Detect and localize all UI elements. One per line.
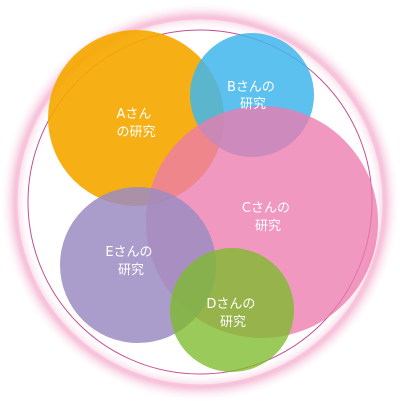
circle-e-label-line1: Eさんの <box>105 245 152 260</box>
circle-d-label: Dさんの 研究 <box>206 297 259 330</box>
circle-d-shape <box>170 248 294 372</box>
circle-b-label-line1: Bさんの <box>227 80 275 95</box>
circle-c-label: Cさんの 研究 <box>242 201 294 234</box>
circle-d-label-line1: Dさんの <box>206 297 255 312</box>
circle-e-label-line2: 研究 <box>118 263 144 278</box>
circle-b-label: Bさんの 研究 <box>227 80 279 112</box>
circle-a-label-line2: の研究 <box>116 125 155 140</box>
outer-ring-stroke <box>14 16 386 388</box>
circle-a-label: Aさん の研究 <box>116 107 155 140</box>
circle-c-label-line1: Cさんの <box>242 201 290 216</box>
circle-e-label: Eさんの 研究 <box>105 245 156 278</box>
circle-a-label-line1: Aさん <box>116 107 151 122</box>
circle-c-label-line2: 研究 <box>255 219 281 234</box>
circle-b-label-line2: 研究 <box>240 97 266 112</box>
circle-d-label-line2: 研究 <box>220 315 246 330</box>
circle-d <box>170 248 294 372</box>
